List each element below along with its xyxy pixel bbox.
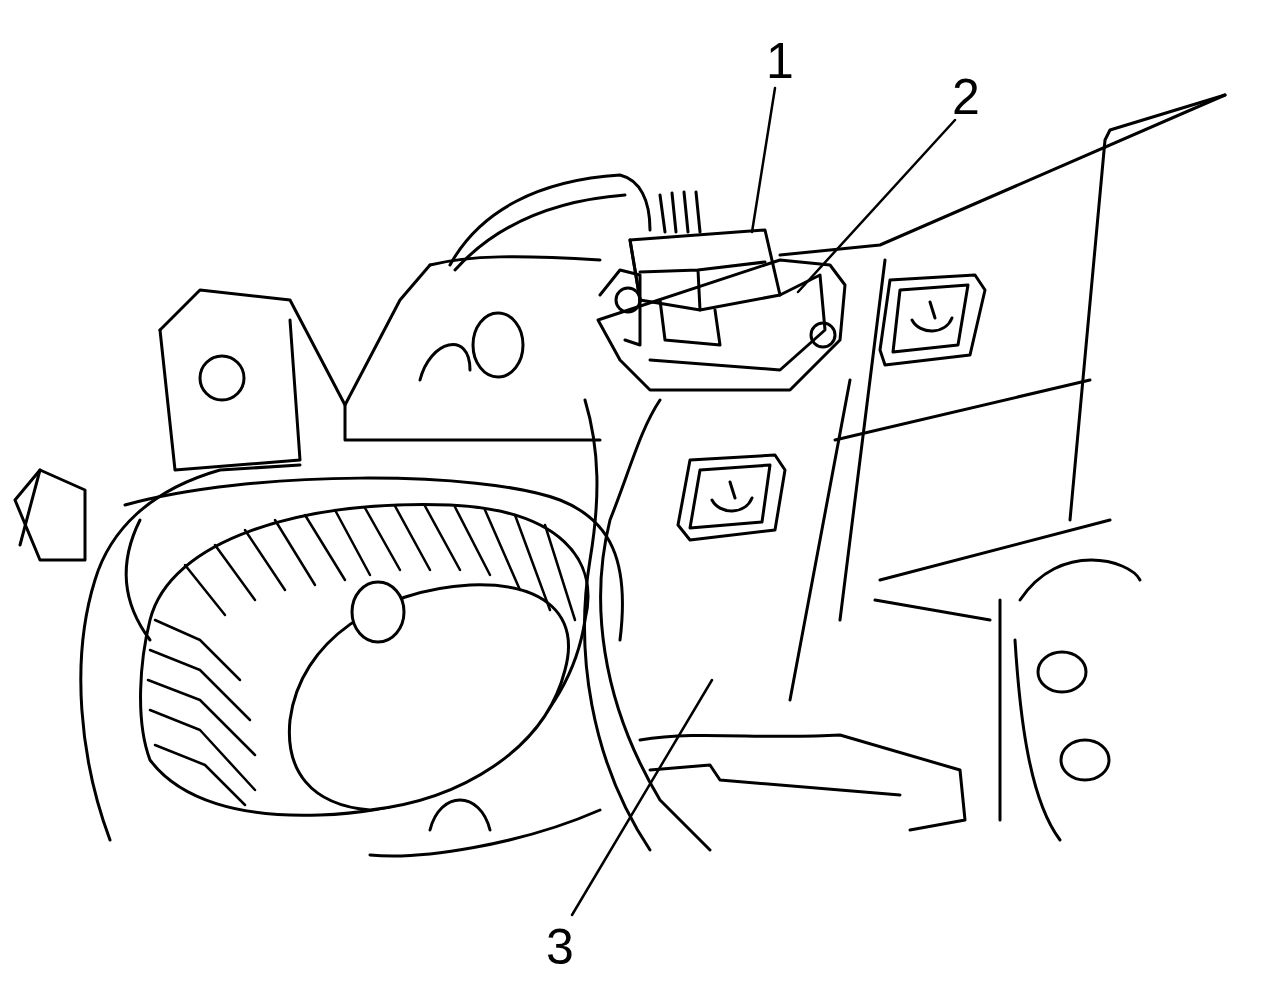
housing-band-left: [601, 400, 710, 850]
bolt-boss: [678, 455, 785, 540]
lower-boss: [430, 800, 490, 830]
callout-number: 1: [766, 36, 794, 86]
right-edge: [1015, 640, 1060, 840]
housing-lug: [15, 470, 85, 560]
lower-flange: [640, 735, 965, 830]
leader-line: [572, 680, 712, 915]
housing-top: [430, 95, 1225, 265]
housing-band-right: [840, 260, 885, 620]
leader-line: [798, 120, 955, 292]
flange-edge: [345, 405, 600, 440]
housing-lug-edge: [20, 470, 40, 545]
bore-hatching: [148, 506, 575, 805]
mount-hole: [200, 356, 244, 400]
right-hole: [1038, 652, 1086, 692]
housing-line: [835, 380, 1090, 440]
boss-curve: [420, 345, 470, 380]
housing-right: [1070, 95, 1225, 520]
connector-edges: [630, 240, 765, 310]
wires: [660, 192, 700, 232]
throttle-plate: [289, 585, 568, 810]
housing-outline: [81, 465, 300, 840]
bolt-boss-inner: [893, 285, 968, 352]
screw: [616, 288, 640, 312]
wire-harness: [450, 175, 650, 265]
mount-ear: [160, 320, 300, 470]
connector-latch: [660, 300, 720, 345]
stud: [473, 313, 523, 377]
bolt-mark: [912, 302, 952, 331]
housing-band-right: [790, 380, 850, 700]
leader-lines: [572, 88, 955, 915]
housing-band-edge: [585, 400, 650, 850]
right-hole: [1061, 740, 1109, 780]
callout-number: 2: [952, 72, 980, 122]
leader-line: [752, 88, 775, 232]
callout-number: 3: [546, 922, 574, 972]
connector: [630, 230, 780, 310]
sensor-flange-inner: [625, 275, 825, 370]
bolt-boss: [880, 275, 985, 365]
right-boss: [1020, 560, 1140, 600]
bolt-mark: [712, 482, 752, 511]
throttle-shaft: [352, 582, 404, 642]
bore-rim-left: [126, 520, 150, 640]
screw: [811, 323, 835, 347]
housing-line: [875, 520, 1110, 820]
lower-flange-edge: [650, 765, 900, 795]
bolt-boss-inner: [690, 465, 770, 528]
throttle-bore: [141, 505, 588, 816]
